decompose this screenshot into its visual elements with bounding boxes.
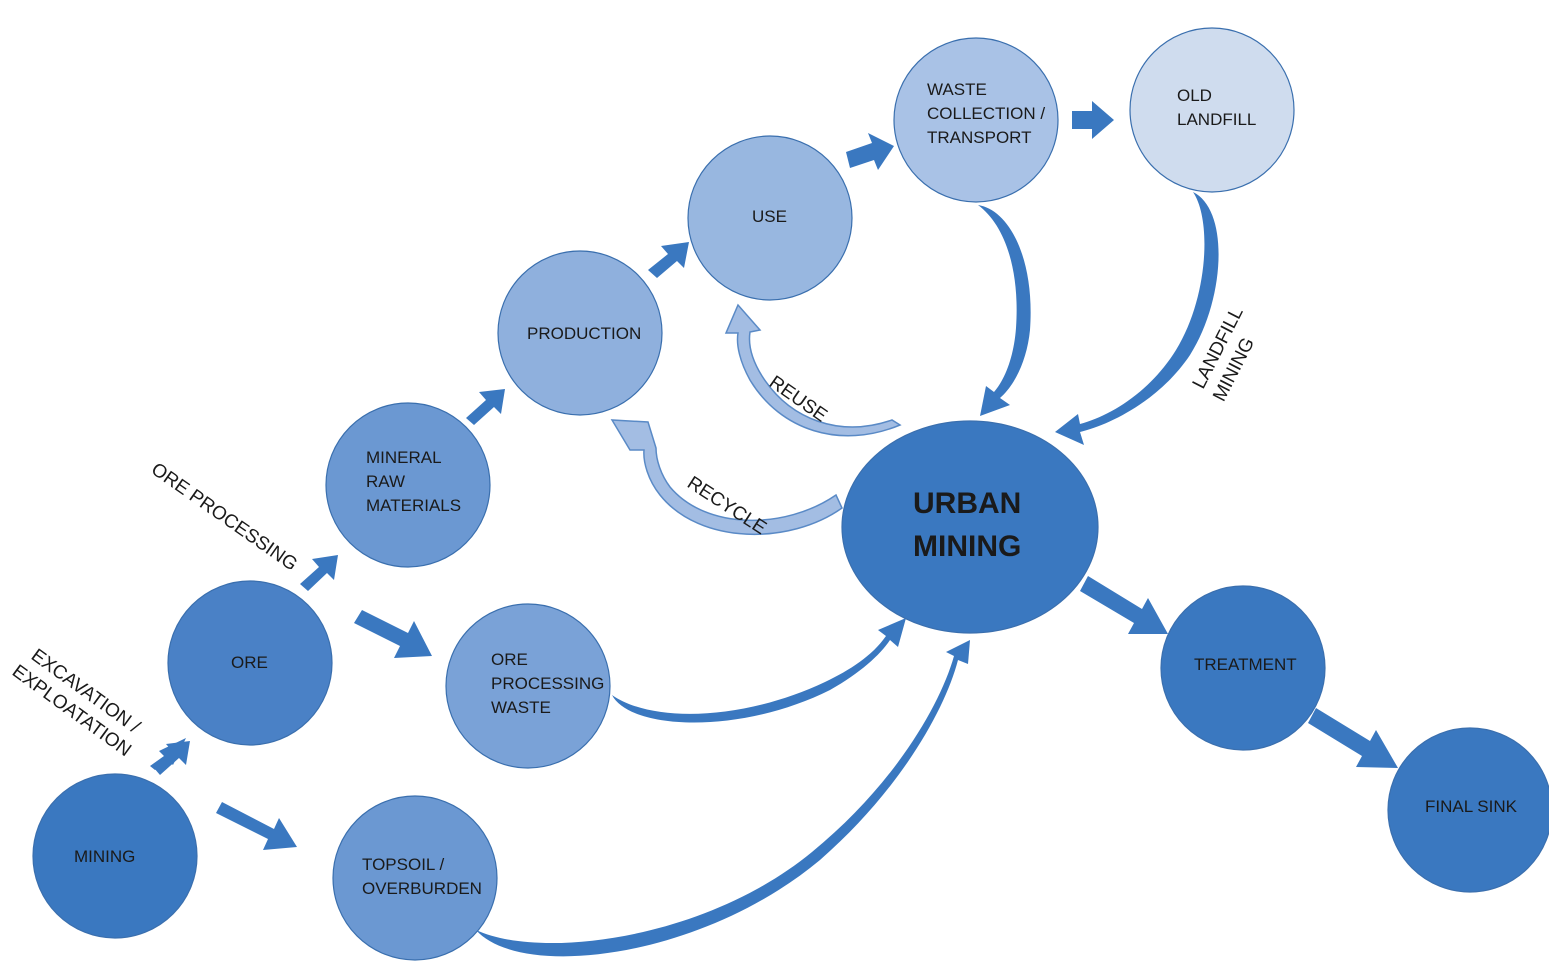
node-mining <box>32 773 198 939</box>
node-ore-waste <box>445 603 611 769</box>
label-topsoil: TOPSOIL / OVERBURDEN <box>362 855 482 898</box>
arrow-mining-to-ore-block <box>154 741 190 775</box>
arrow-urban-to-treatment <box>1080 576 1168 634</box>
label-ore-waste: ORE PROCESSING WASTE <box>491 650 609 717</box>
node-old-landfill <box>1129 27 1295 193</box>
arrow-landfill-to-urban <box>1055 192 1219 445</box>
node-production <box>497 250 663 416</box>
node-use <box>687 135 853 301</box>
node-treatment <box>1160 585 1326 751</box>
node-topsoil <box>332 795 498 961</box>
node-waste-collection <box>893 37 1059 203</box>
arrow-topsoil-to-urban <box>476 640 970 957</box>
label-mineral: MINERAL RAW MATERIALS <box>366 448 461 515</box>
label-production: PRODUCTION <box>527 324 641 343</box>
arrow-use-to-waste <box>846 133 894 170</box>
label-old-landfill: OLD LANDFILL <box>1177 86 1256 129</box>
label-urban-mining: URBAN MINING <box>913 487 1030 563</box>
node-urban-mining <box>841 420 1099 634</box>
node-mineral <box>325 402 491 568</box>
arrow-waste-to-landfill <box>1072 101 1114 139</box>
node-ore <box>167 580 333 746</box>
node-final-sink <box>1387 727 1549 893</box>
arrow-mining-to-topsoil <box>216 802 297 850</box>
arrow-orewaste-to-urban <box>612 618 906 723</box>
label-final-sink: FINAL SINK <box>1425 797 1518 816</box>
arrow-ore-to-mineral <box>300 555 338 591</box>
arrow-waste-collection-to-urban <box>978 205 1031 416</box>
arrow-production-to-use <box>648 242 689 278</box>
arrow-treatment-to-finalsink <box>1308 708 1398 768</box>
edge-label-excavation: EXCAVATION / EXPLOATATION <box>8 642 149 762</box>
label-mining: MINING <box>74 847 135 866</box>
arrow-recycle <box>610 419 843 536</box>
label-treatment: TREATMENT <box>1194 655 1297 674</box>
edge-label-ore-processing: ORE PROCESSING <box>147 459 301 576</box>
label-ore: ORE <box>231 653 268 672</box>
arrow-ore-to-waste <box>354 610 432 658</box>
label-use: USE <box>752 207 787 226</box>
label-waste-collection: WASTE COLLECTION / TRANSPORT <box>927 80 1050 147</box>
arrow-mineral-to-production <box>466 389 505 425</box>
arrow-reuse <box>724 303 902 437</box>
